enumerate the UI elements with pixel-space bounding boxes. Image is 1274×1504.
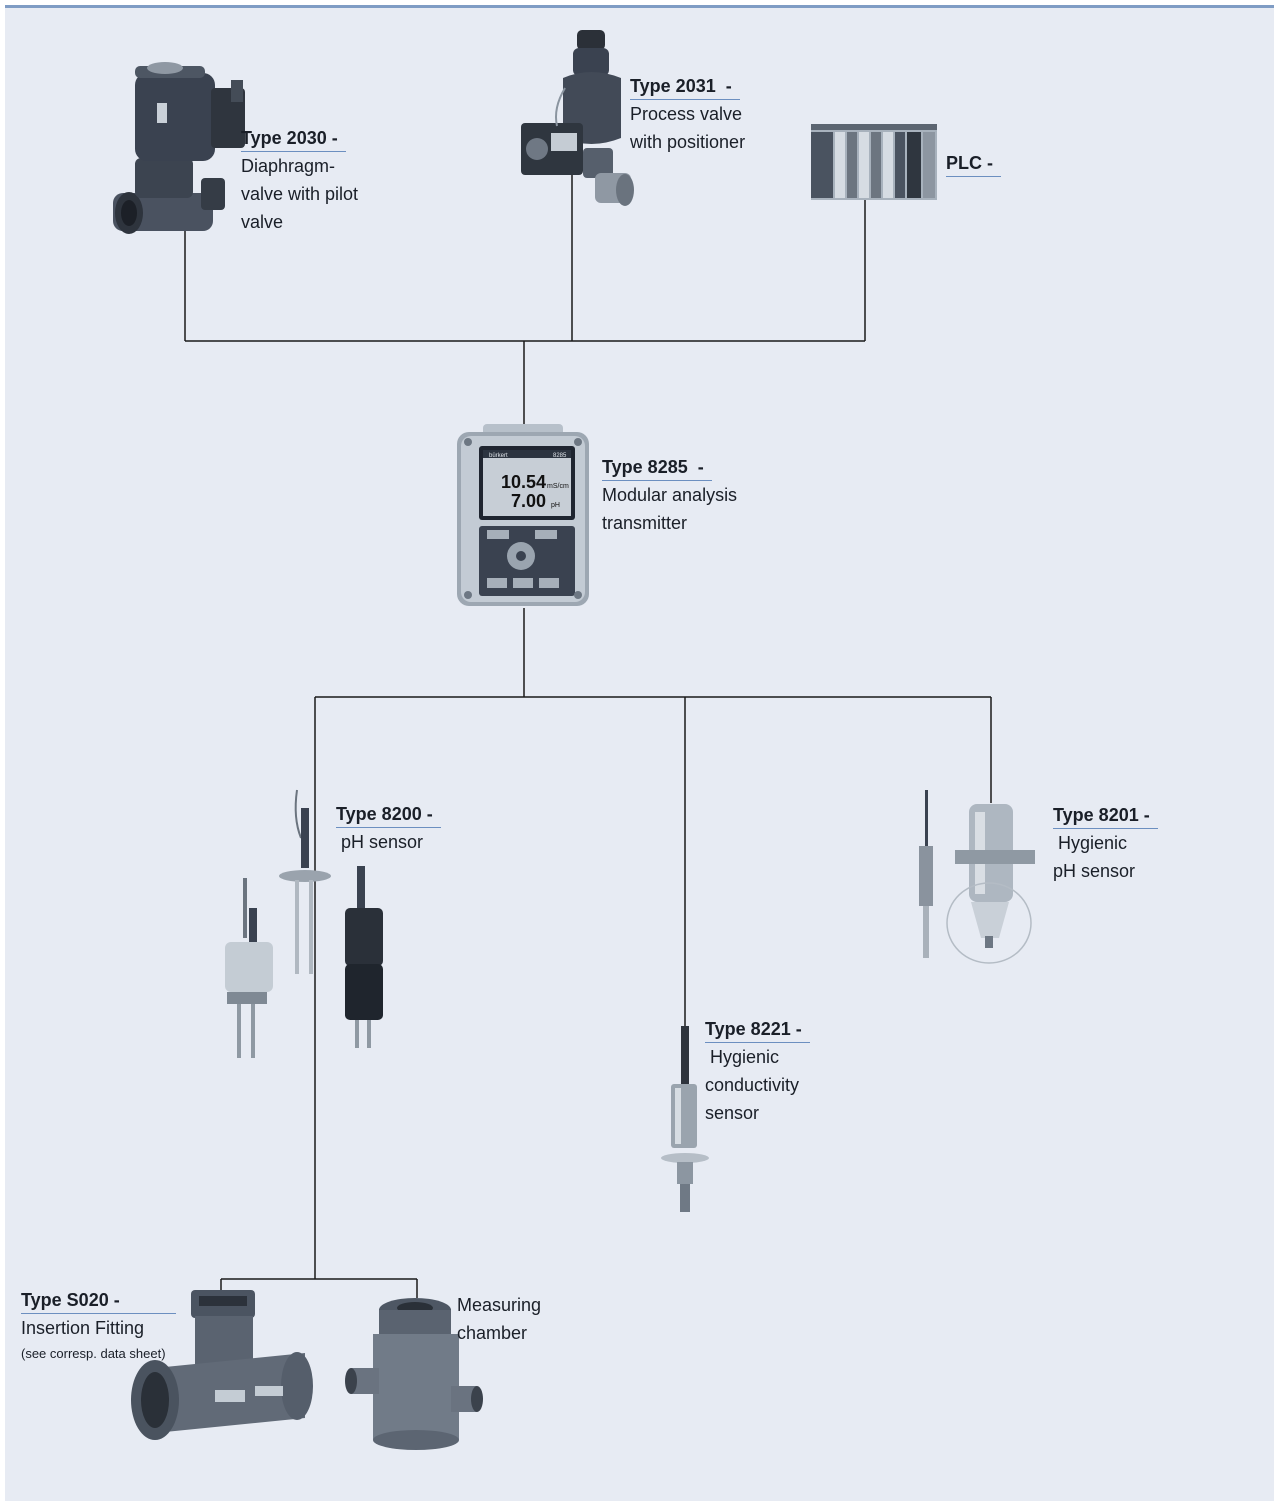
label-type-s020: Type S020 - Insertion Fitting (see corre… <box>21 1286 176 1366</box>
label-measuring-chamber: Measuring chamber <box>457 1291 541 1347</box>
label-type-8200: Type 8200 - pH sensor <box>336 800 441 856</box>
label-type-2031-desc: Process valve with positioner <box>630 104 746 152</box>
plc-rack-icon <box>811 124 937 200</box>
label-type-8221-desc: Hygienic conductivity sensor <box>705 1047 800 1123</box>
label-measuring-chamber-desc: Measuring chamber <box>457 1295 542 1343</box>
label-type-s020-title: Type S020 - <box>21 1287 176 1314</box>
diaphragm-valve-icon <box>113 62 245 234</box>
display-unit-1: mS/cm <box>547 483 569 490</box>
measuring-chamber-icon <box>345 1298 483 1450</box>
display-value-1: 10.54 <box>501 472 546 492</box>
label-type-8285-title: Type 8285 - <box>602 454 712 481</box>
label-type-8221-title: Type 8221 - <box>705 1016 810 1043</box>
label-type-s020-desc: Insertion Fitting <box>21 1318 145 1338</box>
display-unit-2: pH <box>551 502 560 509</box>
label-type-2030-desc: Diaphragm- valve with pilot valve <box>241 156 359 232</box>
label-type-2030-title: Type 2030 - <box>241 125 346 152</box>
label-type-2031-title: Type 2031 - <box>630 73 740 100</box>
hygienic-ph-sensor-icon <box>919 790 1035 964</box>
conductivity-sensor-icon <box>661 1026 709 1212</box>
insertion-fitting-icon <box>131 1290 313 1440</box>
label-type-2031: Type 2031 - Process valve with positione… <box>630 72 745 156</box>
label-type-8285-desc: Modular analysis transmitter <box>602 485 738 533</box>
label-type-8201-title: Type 8201 - <box>1053 802 1158 829</box>
label-plc: PLC - <box>946 149 1001 177</box>
display-value-2: 7.00 <box>511 491 546 511</box>
label-type-8285: Type 8285 - Modular analysis transmitter <box>602 453 737 537</box>
label-type-8221: Type 8221 - Hygienic conductivity sensor <box>705 1015 810 1127</box>
label-type-8201: Type 8201 - Hygienic pH sensor <box>1053 801 1158 885</box>
diagram-canvas: bürkert 8285 10.54 mS/cm 7.00 pH <box>5 5 1274 1501</box>
label-type-s020-note: (see corresp. data sheet) <box>21 1346 166 1361</box>
label-type-2030: Type 2030 - Diaphragm- valve with pilot … <box>241 124 358 236</box>
label-plc-title: PLC - <box>946 150 1001 177</box>
label-type-8200-title: Type 8200 - <box>336 801 441 828</box>
process-valve-icon <box>521 30 634 206</box>
label-type-8201-desc: Hygienic pH sensor <box>1053 833 1136 881</box>
label-type-8200-desc: pH sensor <box>336 832 424 852</box>
display-model: 8285 <box>553 453 567 459</box>
display-brand: bürkert <box>489 453 508 459</box>
ph-sensor-icon <box>225 789 383 1058</box>
connection-wires: bürkert 8285 10.54 mS/cm 7.00 pH <box>113 30 1035 1450</box>
transmitter-icon: bürkert 8285 10.54 mS/cm 7.00 pH <box>457 424 589 606</box>
